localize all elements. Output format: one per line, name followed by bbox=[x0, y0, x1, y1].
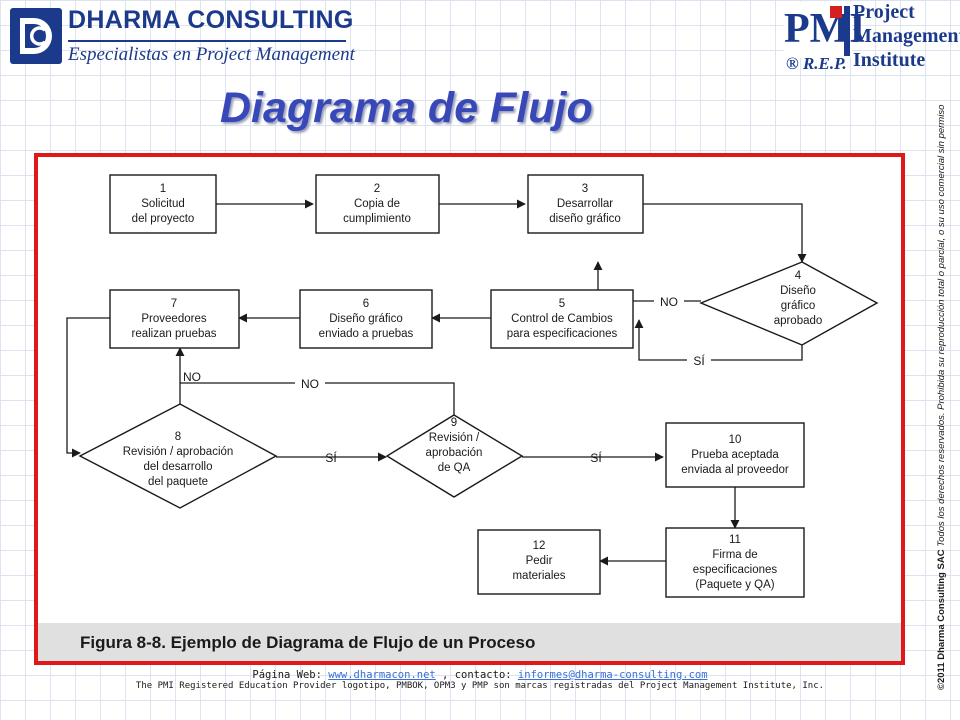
footer-web: Página Web: www.dharmacon.net , contacto… bbox=[0, 669, 960, 681]
node-3-line-1: 3 bbox=[582, 183, 588, 195]
website-link[interactable]: www.dharmacon.net bbox=[328, 669, 436, 681]
pmi-line-3: Institute bbox=[853, 49, 926, 71]
node-6-line-2: Diseño gráfico bbox=[329, 313, 403, 325]
edge-labels: NO SÍ NO NO SÍ SÍ bbox=[183, 293, 711, 465]
node-3-desarrollar: 3 Desarrollar diseño gráfico bbox=[527, 174, 644, 234]
node-5-line-2: Control de Cambios bbox=[511, 313, 613, 325]
node-12-line-1: 12 bbox=[533, 540, 546, 552]
company-name: DHARMA CONSULTING bbox=[68, 6, 354, 34]
node-9-decision: 9 Revisión / aprobación de QA bbox=[385, 414, 524, 498]
dharma-logo-icon bbox=[10, 8, 62, 64]
node-2-line-1: 2 bbox=[374, 183, 380, 195]
edge-9-7-no bbox=[180, 382, 455, 415]
connectors bbox=[66, 199, 807, 566]
node-9-line-4: de QA bbox=[438, 462, 471, 474]
node-11-line-1: 11 bbox=[729, 534, 741, 546]
node-11-line-2: Firma de bbox=[712, 549, 757, 561]
node-7-line-1: 7 bbox=[171, 298, 177, 310]
edge-7-8 bbox=[66, 317, 110, 458]
pmi-line-2: Management bbox=[853, 25, 960, 47]
node-5-line-1: 5 bbox=[559, 298, 565, 310]
node-1-solicitud: 1 Solicitud del proyecto bbox=[109, 174, 217, 234]
edge-label-si-8: SÍ bbox=[325, 450, 337, 465]
edge-label-si-9: SÍ bbox=[590, 450, 602, 465]
node-1-line-1: 1 bbox=[160, 183, 166, 195]
node-6-line-1: 6 bbox=[363, 298, 369, 310]
footer-legal: The PMI Registered Education Provider lo… bbox=[135, 681, 825, 691]
edge-label-si-4: SÍ bbox=[693, 353, 705, 368]
node-2-line-2: Copia de bbox=[354, 198, 400, 210]
edge-label-no-8: NO bbox=[183, 370, 201, 384]
node-8-line-2: Revisión / aprobación bbox=[123, 446, 234, 458]
node-4-decision: 4 Diseño gráfico aprobado bbox=[699, 261, 879, 346]
node-4-line-4: aprobado bbox=[774, 315, 823, 327]
node-11-line-4: (Paquete y QA) bbox=[695, 579, 774, 591]
node-3-line-3: diseño gráfico bbox=[549, 213, 621, 225]
node-12-pedir-materiales: 12 Pedir materiales bbox=[477, 529, 601, 595]
company-tagline: Especialistas en Project Management bbox=[68, 44, 355, 65]
contact-email-link[interactable]: informes@dharma-consulting.com bbox=[517, 669, 708, 681]
node-9-line-3: aprobación bbox=[426, 447, 483, 459]
pmi-name: Project Management Institute bbox=[853, 0, 960, 72]
node-4-line-2: Diseño bbox=[780, 285, 816, 297]
node-8-line-1: 8 bbox=[175, 431, 181, 443]
node-6-line-3: enviado a pruebas bbox=[319, 328, 414, 340]
node-7-proveedores: 7 Proveedores realizan pruebas bbox=[109, 289, 240, 349]
node-10-line-2: Prueba aceptada bbox=[691, 449, 779, 461]
edge-4-5-si bbox=[634, 319, 803, 361]
edge-label-no-4: NO bbox=[660, 295, 678, 309]
node-7-line-2: Proveedores bbox=[141, 313, 206, 325]
company-name-underline bbox=[68, 40, 346, 42]
edge-label-no-9: NO bbox=[301, 377, 319, 391]
pmi-rep-label: ® R.E.P. bbox=[786, 54, 847, 73]
figure-caption: Figura 8-8. Ejemplo de Diagrama de Flujo… bbox=[80, 633, 535, 652]
node-2-line-3: cumplimiento bbox=[343, 213, 411, 225]
footer-web-prefix: Página Web: bbox=[252, 669, 329, 681]
slide-header: DHARMA CONSULTING Especialistas en Proje… bbox=[0, 0, 960, 80]
node-10-line-1: 10 bbox=[729, 434, 742, 446]
footer-contact-prefix: , contacto: bbox=[435, 669, 518, 681]
node-9-line-2: Revisión / bbox=[429, 432, 480, 444]
node-1-line-3: del proyecto bbox=[132, 213, 195, 225]
side-copyright-text: Todos los derechos reservados. Prohibida… bbox=[936, 104, 947, 550]
node-5-control-cambios: 5 Control de Cambios para especificacion… bbox=[490, 289, 634, 349]
node-11-line-3: especificaciones bbox=[693, 564, 778, 576]
pmi-logo-icon: PMI bbox=[784, 2, 866, 58]
node-4-line-1: 4 bbox=[795, 270, 802, 282]
node-6-diseno-enviado: 6 Diseño gráfico enviado a pruebas bbox=[299, 289, 433, 349]
edge-3-4 bbox=[643, 203, 807, 263]
node-8-decision: 8 Revisión / aprobación del desarrollo d… bbox=[78, 403, 278, 509]
node-12-line-3: materiales bbox=[512, 570, 565, 582]
node-8-line-3: del desarrollo bbox=[143, 461, 212, 473]
slide-title: Diagrama de Flujo bbox=[220, 84, 593, 132]
node-4-line-3: gráfico bbox=[781, 300, 816, 312]
side-copyright: ©2011 Dharma Consulting SAC Todos los de… bbox=[936, 105, 947, 690]
node-2-copia: 2 Copia de cumplimiento bbox=[315, 174, 440, 234]
node-10-prueba-aceptada: 10 Prueba aceptada enviada al proveedor bbox=[665, 422, 805, 488]
caption-band bbox=[38, 623, 901, 661]
node-9-line-1: 9 bbox=[451, 417, 457, 429]
node-11-firma: 11 Firma de especificaciones (Paquete y … bbox=[665, 527, 805, 598]
flowchart-diagram: NO SÍ NO NO SÍ SÍ 1 Solicitud del proyec… bbox=[38, 174, 901, 661]
node-10-line-3: enviada al proveedor bbox=[681, 464, 789, 476]
node-3-line-2: Desarrollar bbox=[557, 198, 613, 210]
pmi-line-1: Project bbox=[853, 1, 915, 23]
node-5-line-3: para especificaciones bbox=[507, 328, 618, 340]
node-8-line-4: del paquete bbox=[148, 476, 208, 488]
svg-text:PMI: PMI bbox=[784, 6, 866, 52]
node-7-line-3: realizan pruebas bbox=[131, 328, 216, 340]
node-12-line-2: Pedir bbox=[526, 555, 553, 567]
node-1-line-2: Solicitud bbox=[141, 198, 184, 210]
